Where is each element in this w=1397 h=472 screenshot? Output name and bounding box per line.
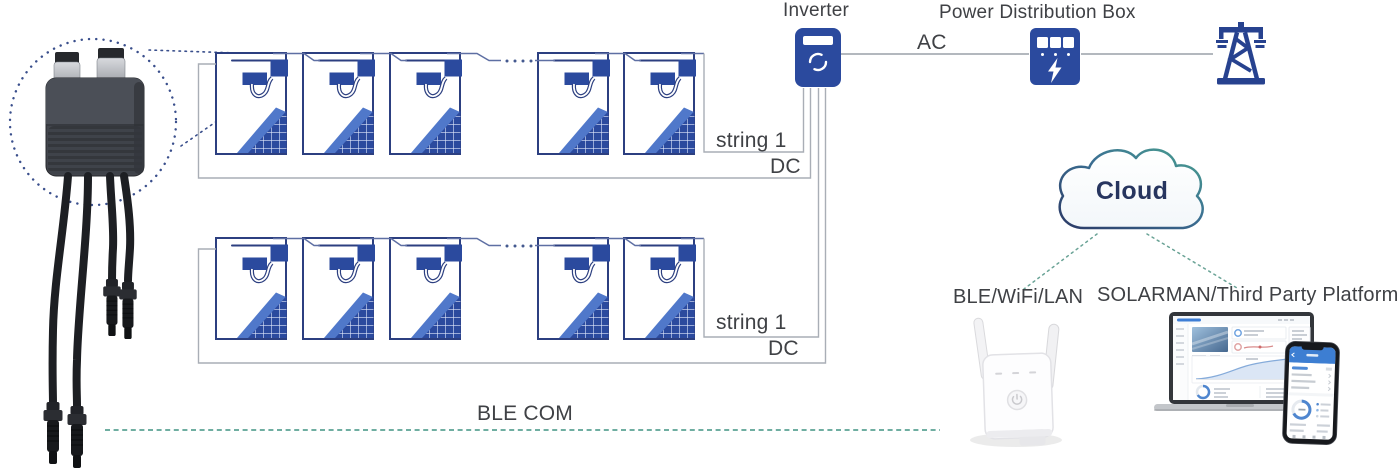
inverter-label: Inverter — [783, 0, 850, 21]
solar-panel — [390, 238, 462, 339]
platform-label: SOLARMAN/Third Party Platform — [1097, 284, 1397, 306]
ac-label: AC — [917, 31, 947, 54]
solar-panel — [624, 53, 696, 154]
panel-interconnect-wires — [273, 52, 704, 247]
pv-optimizer-device — [42, 48, 145, 469]
sync-icon — [808, 52, 828, 72]
cloud-label: Cloud — [1095, 176, 1169, 205]
string-dc-wires — [197, 53, 827, 364]
solar-panel — [216, 53, 288, 154]
zoom-callout-circle — [8, 37, 178, 207]
optimizer-body — [45, 77, 145, 177]
gateway-label: BLE/WiFi/LAN — [953, 286, 1084, 308]
dc-label-row1: DC — [770, 155, 801, 178]
solar-panel — [303, 238, 375, 339]
inverter-box — [795, 28, 841, 87]
indicator-dot — [1067, 53, 1070, 56]
ellipsis-dots — [505, 59, 533, 248]
solar-panel — [624, 238, 696, 339]
power-distribution-box-label: Power Distribution Box — [939, 2, 1136, 23]
solar-panel — [538, 53, 610, 154]
breaker-square — [1050, 37, 1061, 48]
power-button — [1006, 389, 1028, 411]
pv-string-row-1 — [216, 53, 696, 154]
breaker-square — [1037, 37, 1048, 48]
solar-panel — [303, 53, 375, 154]
indicator-dot — [1054, 53, 1057, 56]
string-label-row1: string 1 — [716, 129, 787, 152]
dc-label-row2: DC — [768, 337, 799, 360]
inverter-display — [803, 36, 833, 45]
string-label-row2: string 1 — [716, 311, 787, 334]
solar-panel — [216, 238, 288, 339]
cloud-icon — [1058, 148, 1204, 230]
optimizer-cables — [48, 172, 135, 410]
power-distribution-box — [1030, 28, 1080, 85]
laptop-dashboard — [1154, 312, 1326, 411]
phone-dashboard — [1282, 341, 1340, 445]
pv-string-row-2 — [216, 238, 696, 339]
transmission-tower-icon — [1216, 22, 1266, 85]
solar-panel — [538, 238, 610, 339]
lightning-icon — [1048, 58, 1062, 83]
ble-com-label: BLE COM — [477, 402, 573, 425]
wifi-repeater-device — [970, 317, 1062, 447]
indicator-dot — [1041, 53, 1044, 56]
breaker-square — [1063, 37, 1074, 48]
cloud-dotted-links — [1023, 233, 1238, 290]
solar-panel — [390, 53, 462, 154]
